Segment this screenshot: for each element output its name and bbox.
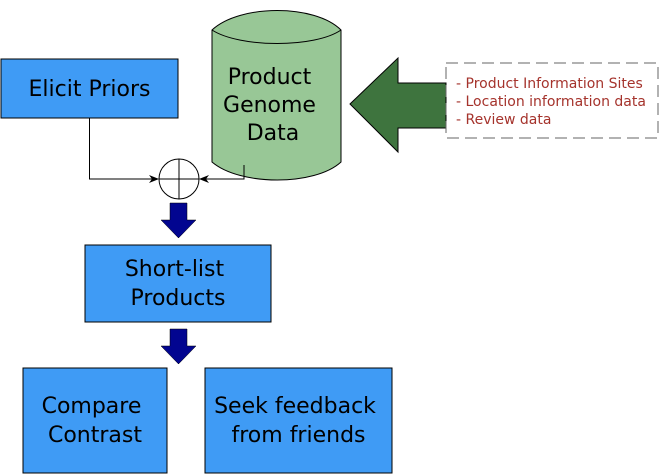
- genome-label-line-3: Data: [247, 121, 300, 146]
- shortlist-products-node: Short-list Products: [84, 244, 272, 323]
- compare-label-line-1: Compare: [42, 394, 142, 419]
- source-item-product-info: - Product Information Sites: [456, 76, 643, 92]
- data-input-arrow: [349, 56, 447, 154]
- shortlist-label-line-2: Products: [131, 286, 226, 311]
- product-genome-data-cylinder: Product Genome Data: [211, 10, 342, 181]
- flow-arrow-to-actions: [160, 328, 197, 365]
- flow-arrow-to-shortlist: [160, 202, 197, 239]
- shortlist-label-line-1: Short-list: [125, 257, 225, 282]
- genome-label-line-2: Genome: [223, 93, 316, 118]
- compare-contrast-node: Compare Contrast: [22, 367, 168, 474]
- compare-label-line-2: Contrast: [48, 423, 142, 448]
- svg-text:Short-list Products: Short-list Products: [125, 257, 231, 311]
- seek-label-line-1: Seek feedback: [214, 394, 376, 419]
- svg-text:Product Genome Dat: Product Genome Data: [223, 65, 323, 146]
- connector-elicit-to-junction: [89, 118, 159, 183]
- data-sources-note: - Product Information Sites - Location i…: [445, 62, 659, 139]
- connector-genome-to-junction: [199, 165, 245, 183]
- svg-text:Seek feedback from frien: Seek feedback from friends: [214, 394, 383, 448]
- svg-text:- Product Information Sites: - Product Information Sites - Location i…: [456, 76, 650, 128]
- seek-label-line-2: from friends: [232, 423, 366, 448]
- genome-label-line-1: Product: [228, 65, 312, 90]
- elicit-priors-label: Elicit Priors: [29, 77, 151, 102]
- source-item-location-info: - Location information data: [456, 94, 646, 110]
- source-item-review-data: - Review data: [456, 112, 551, 128]
- svg-text:Elicit Priors: Elicit Priors: [29, 77, 151, 102]
- elicit-priors-node: Elicit Priors: [0, 58, 179, 119]
- svg-text:Compare Contrast: Compare Contrast: [42, 394, 149, 448]
- seek-feedback-node: Seek feedback from friends: [204, 367, 393, 474]
- summing-junction: [158, 158, 200, 200]
